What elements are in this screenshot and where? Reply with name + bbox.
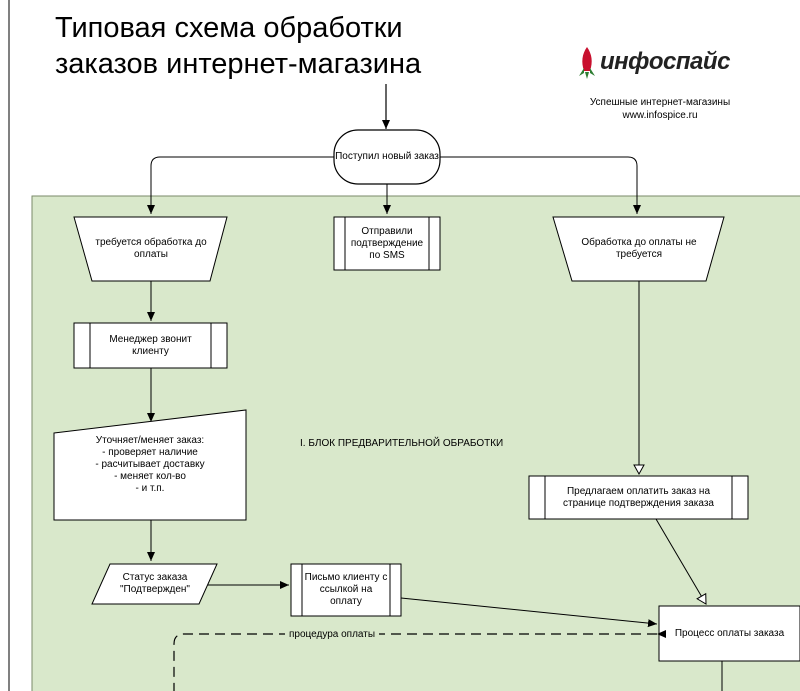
slogan-url: www.infospice.ru (622, 110, 698, 121)
no-processing-node (552, 216, 725, 282)
payment-procedure-label: процедура оплаты (285, 629, 380, 640)
sms-label: Отправили подтверждение по SMS (350, 225, 424, 261)
page-title: Типовая схема обработки заказов интернет… (55, 10, 421, 82)
needs-processing-node (73, 216, 228, 282)
status-node (91, 563, 218, 605)
sms-node (333, 216, 441, 271)
manager-calls-node (73, 322, 228, 369)
title-line-1: Типовая схема обработки (55, 12, 403, 44)
logo: инфоспайс (576, 44, 756, 84)
letter-node (290, 563, 402, 617)
offer-payment-node (528, 475, 749, 520)
connector-start-left (147, 156, 334, 214)
slogan-line-1: Успешные интернет-магазины (589, 97, 731, 108)
clarify-item: - расчитывает доставку (95, 459, 205, 470)
clarify-item: - проверяет наличие (102, 447, 198, 458)
clarify-item: - меняет кол-во (114, 471, 186, 482)
status-label: Статус заказа "Подтвержден" (120, 572, 190, 595)
rocket-icon (579, 47, 595, 79)
clarify-order-node (53, 409, 247, 521)
offer-payment-label: Предлагаем оплатить заказ на странице по… (563, 485, 714, 509)
clarify-item: - и т.п. (135, 483, 165, 494)
manager-calls-label: Менеджер звонит клиенту (109, 333, 192, 357)
logo-text: инфоспайс (600, 48, 730, 75)
clarify-title: Уточняет/меняет заказ: (95, 435, 205, 446)
start-label: Поступил новый заказ (335, 151, 439, 162)
letter-label: Письмо клиенту с ссылкой на оплату (304, 572, 388, 607)
payment-process-label: Процесс оплаты заказа (674, 627, 785, 639)
clarify-order-label: Уточняет/меняет заказ: - проверяет налич… (56, 430, 244, 500)
needs-processing-label: требуется обработка до оплаты (95, 237, 207, 260)
payment-procedure-loop (173, 630, 666, 691)
no-processing-label: Обработка до оплаты не требуется (581, 237, 697, 260)
payment-process-node (658, 605, 800, 662)
block-title: I. БЛОК ПРЕДВАРИТЕЛЬНОЙ ОБРАБОТКИ (300, 438, 504, 449)
slogan: Успешные интернет-магазины www.infospice… (560, 96, 760, 122)
connector-start-right (440, 156, 641, 214)
title-line-2: заказов интернет-магазина (55, 48, 422, 80)
